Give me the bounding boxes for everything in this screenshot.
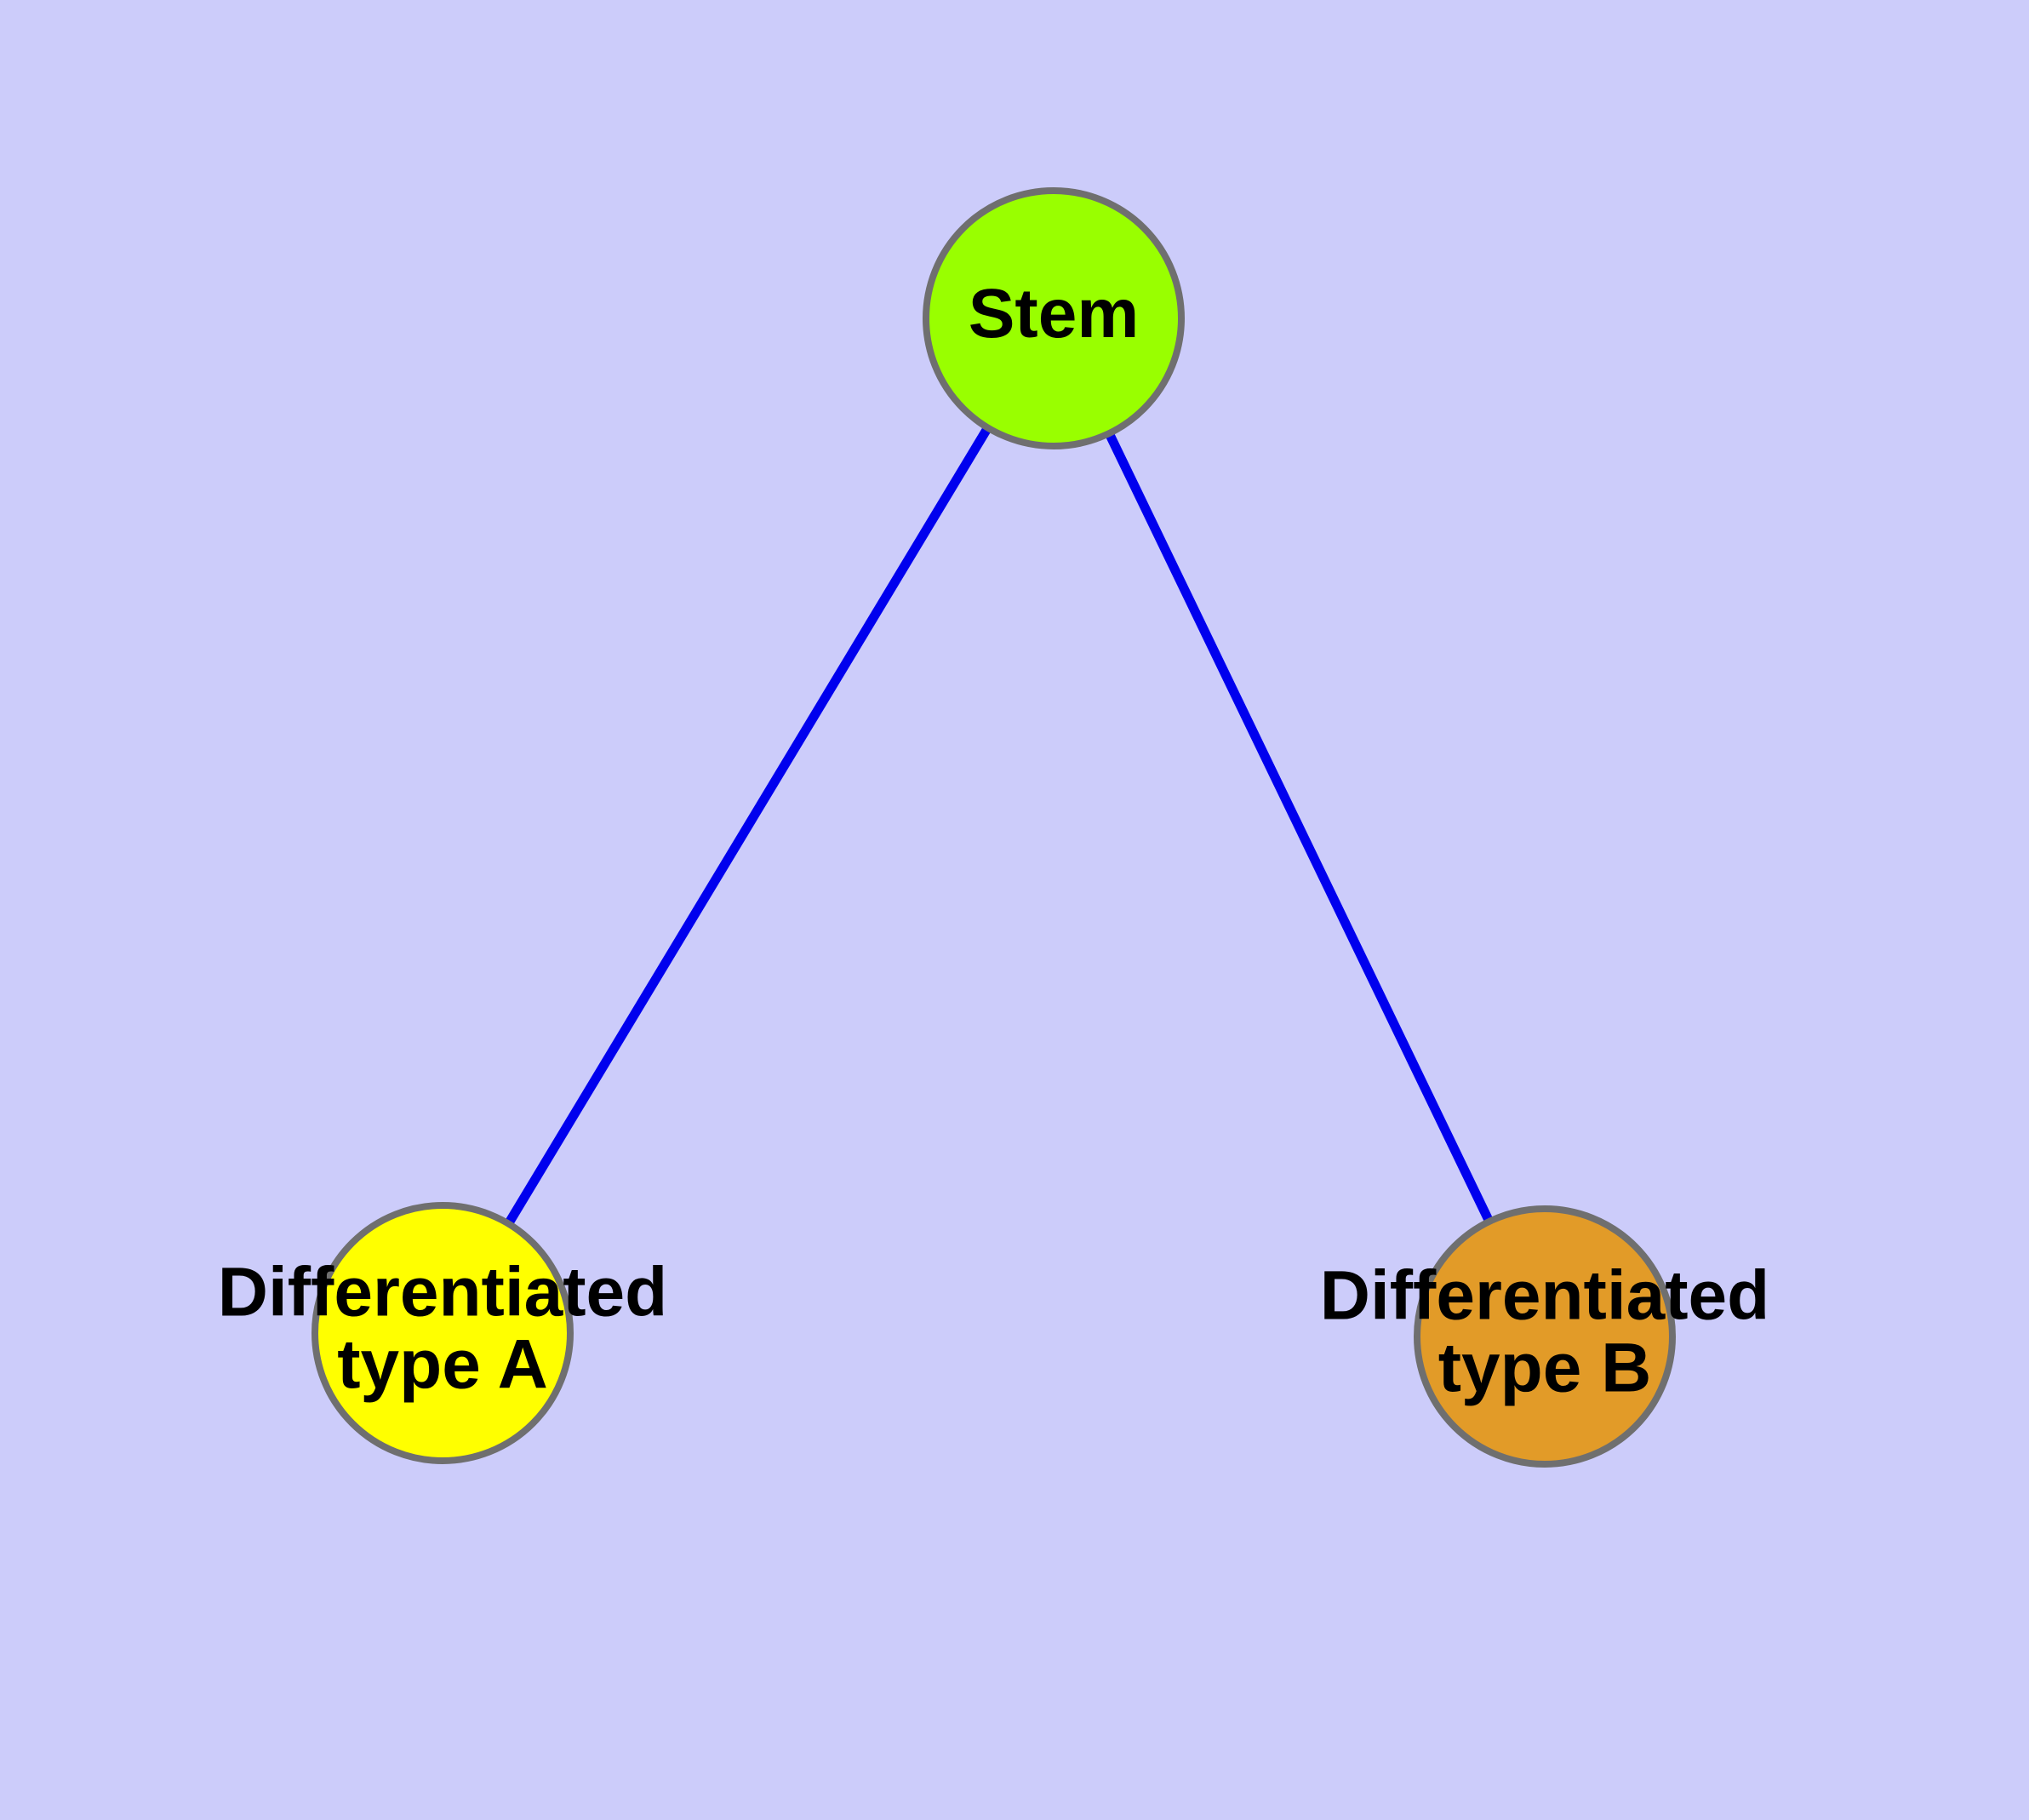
graph-edge-stem-to-b (1105, 431, 1494, 1224)
graph-node-label-line: Differentiated (1320, 1256, 1770, 1334)
graph-node-label-line: type B (1438, 1329, 1652, 1406)
graph-node-label-line: Stem (969, 275, 1140, 352)
graph-node-diff_a[interactable] (311, 1202, 574, 1464)
graph-node-label-line: type A (337, 1325, 548, 1403)
graph-node-label-stem: Stem (969, 275, 1140, 352)
graph-node-diff_b[interactable] (1414, 1205, 1676, 1468)
graph-node-stem[interactable] (923, 187, 1185, 449)
edges-layer (504, 425, 1494, 1227)
graph-node-label-line: Differentiated (218, 1253, 668, 1331)
nodes-layer (311, 187, 1676, 1468)
graph-edge-stem-to-a (504, 425, 992, 1227)
